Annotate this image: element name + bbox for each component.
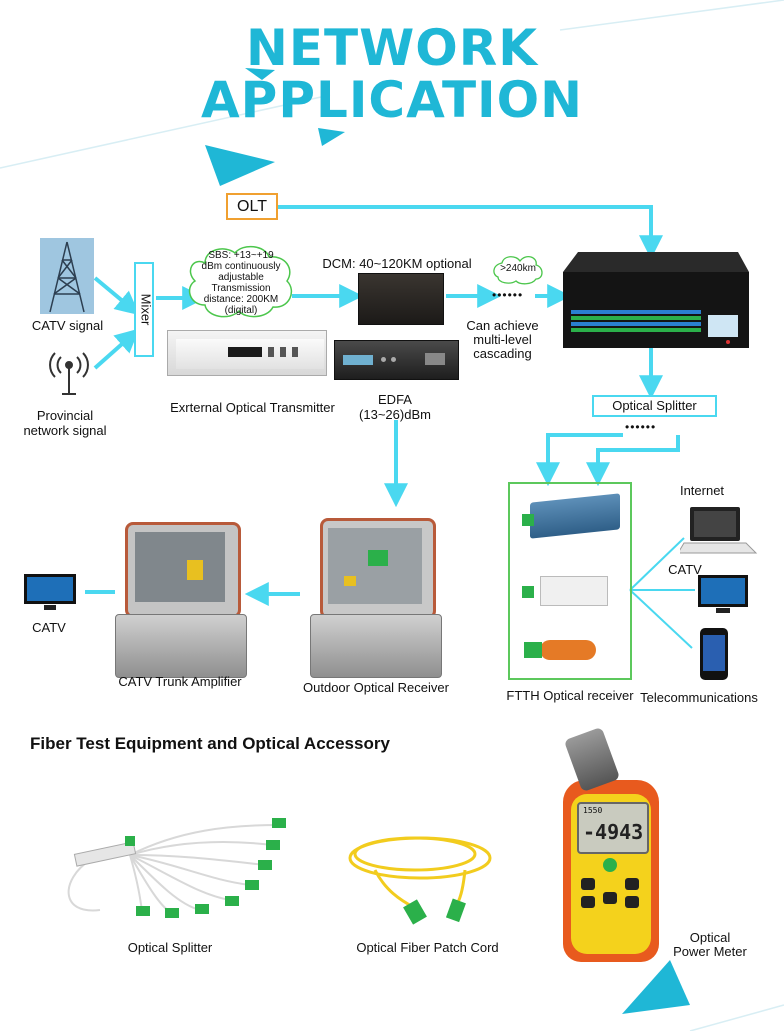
dots-upper: •••••• [492,288,524,302]
ftth-receiver-orange [540,640,596,660]
splitter-rack-device [563,252,749,348]
page-title-line1: NETWORK [245,19,538,77]
distance-cloud-shape [493,255,543,285]
meter-value-readout: -4943 [583,820,644,844]
sbs-cloud-text: SBS: +13~+19 dBm continuously adjustable… [188,250,294,316]
edfa-device [334,340,459,380]
sbs-cloud-shape [188,245,293,318]
edfa-label-line2: (13~26)dBm [359,407,431,422]
sbs-line3: adjustable [218,272,264,283]
cascading-line3: cascading [473,346,532,361]
accessory-splitter-label: Optical Splitter [127,940,213,955]
cascading-line1: Can achieve [466,318,539,333]
ftth-receiver-blue [530,493,620,539]
distance-cloud-label: >240km [500,263,536,274]
sbs-line4: Transmission [211,283,271,294]
telecom-label: Telecommunications [640,690,758,705]
mixer-box: Mixer [134,262,154,357]
optical-splitter-box: Optical Splitter [592,395,717,417]
trunk-amplifier-label: CATV Trunk Amplifier [118,674,242,689]
section-heading: Fiber Test Equipment and Optical Accesso… [30,734,390,753]
sbs-line6: (digital) [224,305,258,316]
plc-splitter-image [67,818,286,918]
catv-tower-icon [40,238,94,314]
internet-label: Internet [679,483,725,498]
catv-signal-label: CATV signal [31,318,104,333]
trunk-amplifier-device [115,510,247,680]
dcm-device [358,273,444,325]
page-title-line2: APPLICATION [200,71,584,129]
olt-label: OLT [237,198,267,215]
outdoor-receiver-device [310,510,442,680]
meter-button-5[interactable] [625,896,639,908]
sbs-line1: SBS: +13~+19 [208,250,274,261]
dots-lower: •••••• [625,420,657,434]
optical-transmitter-device [167,330,327,376]
accessory-patch-cord-label: Optical Fiber Patch Cord [356,940,499,955]
ftth-receiver-white [540,576,608,606]
accent-triangle-small [245,68,275,80]
power-meter-label-line2: Power Meter [673,944,747,959]
tv-icon-left [24,574,76,610]
catv-endpoint-label: CATV [668,562,702,577]
optical-splitter-box-label: Optical Splitter [612,398,697,413]
smartphone-icon [700,628,728,680]
dcm-label: DCM: 40~120KM optional [322,256,472,271]
accent-triangle-large [205,145,275,186]
laptop-icon [680,507,758,554]
mixer-label: Mixer [138,293,154,326]
meter-button-4[interactable] [581,896,595,908]
edfa-label-line1: EDFA [378,392,412,407]
meter-small-readout: 1550 [583,806,603,815]
accent-triangle-small-2 [318,128,345,146]
cascading-line2: multi-level [473,332,532,347]
meter-button-1[interactable] [581,878,595,890]
power-meter-label-line1: Optical [689,930,731,945]
accent-triangle-bottom [622,960,690,1014]
ftth-receiver-group [508,482,632,680]
meter-power-button[interactable] [603,858,617,872]
provincial-label-line2: network signal [23,423,107,438]
tv-icon-right [698,575,748,613]
transmitter-label: Exrternal Optical Transmitter [170,400,335,415]
power-meter-device: 1550 -4943 [563,780,659,962]
olt-box: OLT [226,193,278,220]
provincial-label-line1: Provincial [36,408,94,423]
catv-tv-label: CATV [32,620,66,635]
patch-cord-image [348,836,492,925]
sbs-line2: dBm continuously [201,261,281,272]
outdoor-receiver-label: Outdoor Optical Receiver [303,680,449,695]
ftth-label: FTTH Optical receiver [506,688,634,703]
meter-button-2[interactable] [625,878,639,890]
sbs-line5: distance: 200KM [203,294,279,305]
meter-button-3[interactable] [603,892,617,904]
antenna-icon [49,352,89,395]
